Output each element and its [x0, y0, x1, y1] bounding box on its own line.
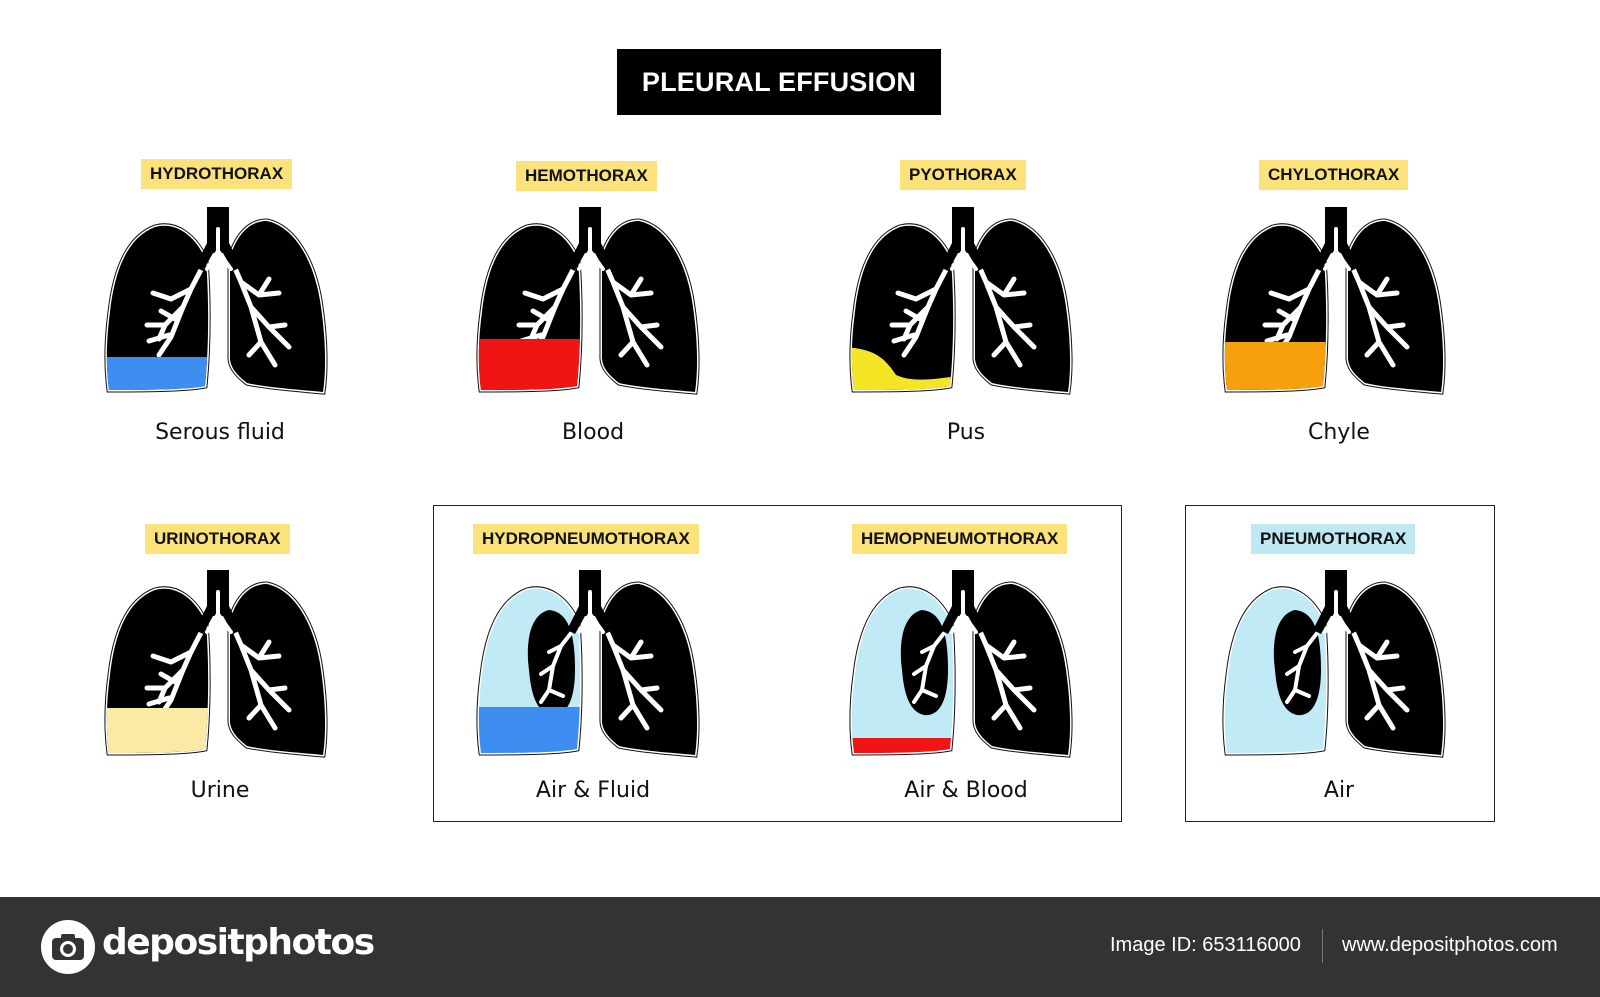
- collapsed-lung: [527, 610, 575, 716]
- fluid-level-urine: [106, 708, 209, 753]
- title-banner: PLEURAL EFFUSION: [617, 49, 941, 115]
- lungs-pneumothorax: [1222, 570, 1446, 758]
- tag-chylothorax: CHYLOTHORAX: [1259, 160, 1409, 190]
- bronchi-left: [1262, 259, 1326, 358]
- fluid-level-blood: [851, 738, 954, 753]
- caption-urine: Urine: [190, 778, 250, 803]
- tag-hemopneumothorax: HEMOPNEUMOTHORAX: [852, 524, 1068, 554]
- caption-blood: Blood: [561, 420, 625, 445]
- lungs-pyothorax: [849, 207, 1073, 395]
- fluid-level-serous: [478, 707, 581, 753]
- fluid-level-blood: [478, 339, 581, 390]
- caption-air: Air: [1323, 778, 1355, 803]
- right-lung: [974, 221, 1071, 392]
- caption-air-and-fluid: Air & Fluid: [535, 778, 651, 803]
- right-lung: [601, 584, 698, 755]
- website-link[interactable]: www.depositphotos.com: [1342, 934, 1558, 956]
- right-lung: [229, 221, 326, 392]
- right-lung: [601, 221, 698, 392]
- bronchi-left: [144, 259, 208, 358]
- bronchi-right: [228, 619, 292, 731]
- caption-air-and-blood: Air & Blood: [904, 778, 1028, 803]
- bronchi-right: [600, 256, 664, 368]
- bronchi-right: [1346, 619, 1410, 731]
- footer-bar: [0, 897, 1600, 997]
- left-lung: [106, 225, 209, 390]
- bronchi-collapsed: [539, 626, 577, 704]
- collapsed-lung: [900, 610, 948, 716]
- caption-pus: Pus: [946, 420, 986, 445]
- tag-urinothorax: URINOTHORAX: [145, 524, 290, 554]
- right-lung: [1347, 221, 1444, 392]
- tag-pyothorax: PYOTHORAX: [900, 160, 1026, 190]
- caption-chyle: Chyle: [1308, 420, 1370, 445]
- page-title: PLEURAL EFFUSION: [641, 66, 917, 97]
- tag-hemothorax: HEMOTHORAX: [516, 161, 657, 191]
- left-lung: [851, 225, 954, 390]
- pneumothorax-single-frame: [1185, 505, 1495, 822]
- lungs-hemothorax: [476, 207, 700, 395]
- collapsed-lung: [1273, 610, 1321, 716]
- bronchi-collapsed: [1285, 626, 1323, 704]
- bronchi-left: [889, 259, 953, 358]
- fluid-level-serous: [106, 357, 209, 390]
- bronchi-right: [973, 619, 1037, 731]
- right-lung: [1347, 584, 1444, 755]
- bronchi-left: [516, 259, 580, 358]
- lungs-hydropneumothorax: [476, 570, 700, 758]
- lungs-hemopneumothorax: [849, 570, 1073, 758]
- lungs-hydrothorax: [104, 207, 328, 395]
- lungs-urinothorax: [104, 570, 328, 758]
- bronchi-right: [228, 256, 292, 368]
- right-lung: [974, 584, 1071, 755]
- caption-serous-fluid: Serous fluid: [155, 420, 285, 445]
- bronchi-right: [973, 256, 1037, 368]
- camera-logo-icon: [41, 920, 95, 974]
- lungs-chylothorax: [1222, 207, 1446, 395]
- footer-divider: [1322, 929, 1323, 963]
- image-id-text: Image ID: 653116000: [1110, 934, 1301, 956]
- pneumothorax-group-frame: [433, 505, 1122, 822]
- tag-hydropneumothorax: HYDROPNEUMOTHORAX: [473, 524, 699, 554]
- bronchi-collapsed: [912, 626, 950, 704]
- tag-hydrothorax: HYDROTHORAX: [141, 159, 293, 189]
- bronchi-left: [144, 622, 208, 721]
- fluid-level-chyle: [1224, 342, 1327, 390]
- tag-pneumothorax: PNEUMOTHORAX: [1251, 524, 1416, 554]
- brand-logo-text: depositphotos: [102, 922, 375, 963]
- bronchi-right: [600, 619, 664, 731]
- bronchi-right: [1346, 256, 1410, 368]
- right-lung: [229, 584, 326, 755]
- fluid-level-pus: [851, 347, 954, 390]
